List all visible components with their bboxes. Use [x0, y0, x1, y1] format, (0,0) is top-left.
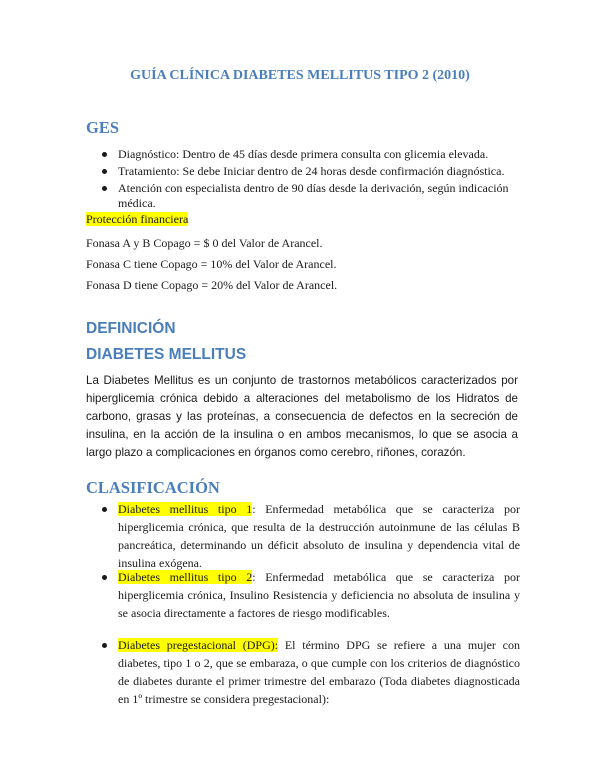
- list-item: Diabetes mellitus tipo 2: Enfermedad met…: [100, 568, 520, 622]
- term-description: : Enfermedad metabólica que se caracteri…: [118, 502, 520, 570]
- classification-list: Diabetes pregestacional (DPG): El términ…: [100, 636, 520, 708]
- copago-line: Fonasa C tiene Copago = 10% del Valor de…: [86, 257, 337, 271]
- list-item: Atención con especialista dentro de 90 d…: [100, 181, 515, 211]
- list-item: Diabetes mellitus tipo 1: Enfermedad met…: [100, 500, 520, 572]
- list-item: Tratamiento: Se debe Iniciar dentro de 2…: [100, 164, 515, 179]
- term-highlight: Diabetes mellitus tipo 2: [118, 570, 253, 584]
- classification-list: Diabetes mellitus tipo 1: Enfermedad met…: [100, 500, 520, 572]
- term-highlight: Diabetes pregestacional (DPG):: [118, 638, 279, 652]
- highlighted-text: Protección financiera: [86, 212, 189, 226]
- definicion-heading: DEFINICIÓN: [86, 320, 176, 337]
- financial-protection-label: Protección financiera: [86, 212, 189, 227]
- clasificacion-heading: CLASIFICACIÓN: [86, 478, 220, 497]
- list-item: Diagnóstico: Dentro de 45 días desde pri…: [100, 147, 515, 162]
- definition-paragraph: La Diabetes Mellitus es un conjunto de t…: [86, 374, 518, 459]
- term-highlight: Diabetes mellitus tipo 1: [118, 502, 253, 516]
- classification-list: Diabetes mellitus tipo 2: Enfermedad met…: [100, 568, 520, 622]
- ges-list: Diagnóstico: Dentro de 45 días desde pri…: [100, 147, 515, 213]
- diabetes-mellitus-heading: DIABETES MELLITUS: [86, 346, 247, 363]
- term-description: El término DPG se refiere a una mujer co…: [118, 638, 520, 706]
- term-description: : Enfermedad metabólica que se caracteri…: [118, 570, 520, 620]
- ges-heading: GES: [86, 118, 120, 137]
- document-title: GUÍA CLÍNICA DIABETES MELLITUS TIPO 2 (2…: [130, 68, 470, 83]
- list-item: Diabetes pregestacional (DPG): El términ…: [100, 636, 520, 708]
- copago-line: Fonasa D tiene Copago = 20% del Valor de…: [86, 278, 338, 292]
- copago-line: Fonasa A y B Copago = $ 0 del Valor de A…: [86, 236, 323, 250]
